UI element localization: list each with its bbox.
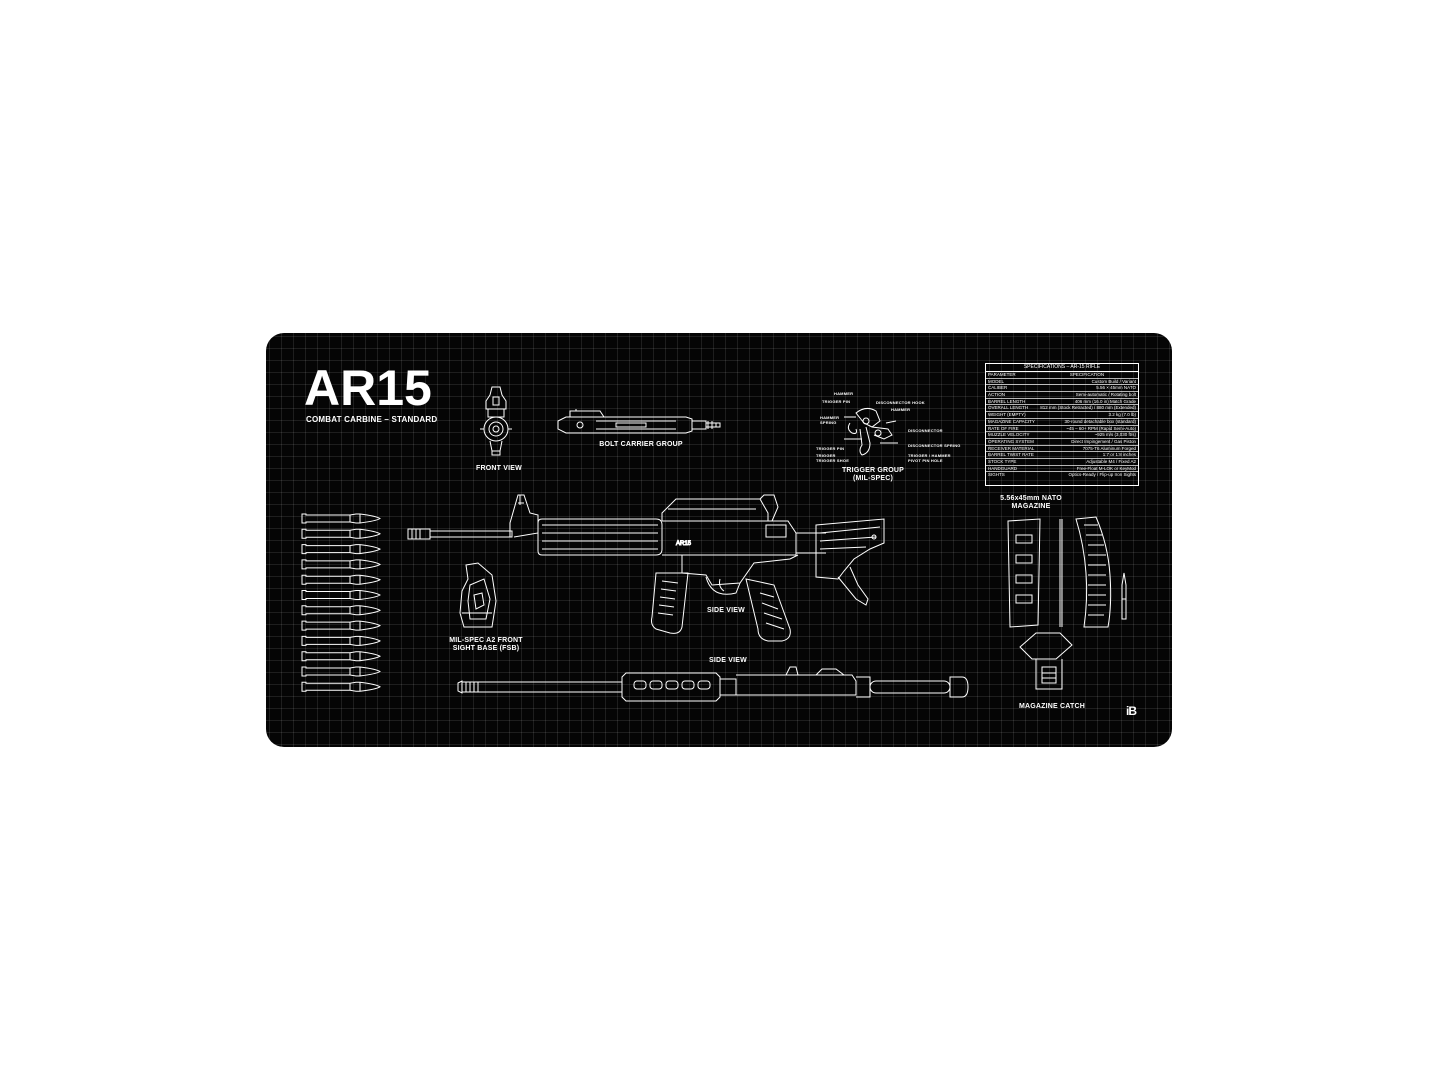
spec-row: MAGAZINE CAPACITY 30-round detachable box… <box>986 419 1138 426</box>
spec-value: 3.2 kg (7.0 lb) <box>1108 412 1136 418</box>
magazine-catch-drawing <box>1016 631 1076 695</box>
front-view-drawing <box>478 385 514 463</box>
spec-parameter: WEIGHT (EMPTY) <box>988 412 1026 418</box>
trigger-label-pivot-pin-hole: TRIGGER / HAMMER PIVOT PIN HOLE <box>908 453 951 463</box>
spec-parameter: SIGHTS <box>988 472 1005 478</box>
spec-row: HANDGUARD Free-Float M-LOK or KeyMod <box>986 466 1138 473</box>
spec-value: ~45 – 60+ RPM (Rapid Semi-Auto) <box>1066 425 1136 431</box>
spec-value: Adjustable M4 / Fixed A2 <box>1086 458 1136 464</box>
spec-row: MUZZLE VELOCITY ~925 m/s (3,030 ft/s) <box>986 432 1138 439</box>
spec-parameter: OVERALL LENGTH <box>988 405 1029 411</box>
rifle-stock-drawing <box>814 519 888 609</box>
trigger-label-trigger-shoe: TRIGGER TRIGGER SHOE <box>816 453 850 463</box>
trigger-group-drawing <box>836 403 906 463</box>
gun-cleaning-mat: AR15 COMBAT CARBINE – STANDARD FRONT VIE… <box>266 333 1172 747</box>
rifle-side-view-drawing: AR15 <box>406 493 826 643</box>
trigger-label-hammer: HAMMER <box>834 391 854 396</box>
spec-parameter: OPERATING SYSTEM <box>988 438 1034 444</box>
trigger-label-hammer-spring: HAMMER SPRING <box>820 415 840 425</box>
spec-value: 7075-T6 Aluminum Forged <box>1082 445 1136 451</box>
trigger-label-disconnector-hook: DISCONNECTOR HOOK <box>876 400 925 405</box>
spec-value: Direct Impingement / Gas Piston <box>1071 438 1136 444</box>
spec-value: ~925 m/s (3,030 ft/s) <box>1094 432 1136 438</box>
specifications-table: SPECIFICATIONS – AR-15 RIFLE PARAMETER S… <box>985 363 1139 486</box>
spec-value: Free-Float M-LOK or KeyMod <box>1076 465 1136 471</box>
cartridge-icon <box>302 621 380 630</box>
magazine-label: 5.56x45mm NATO MAGAZINE <box>1000 495 1062 510</box>
spec-row: OPERATING SYSTEM Direct Impingement / Gas… <box>986 439 1138 446</box>
brand-logo: iB <box>1126 704 1137 718</box>
spec-row: ACTION Semi-automatic / Rotating bolt <box>986 392 1138 399</box>
spec-parameter: HANDGUARD <box>988 465 1018 471</box>
spec-row: BARREL LENGTH 406 mm (16.0 in) Match Grad… <box>986 399 1138 406</box>
trigger-group-label: TRIGGER GROUP (MIL-SPEC) <box>841 467 905 482</box>
spec-value: Semi-automatic / Rotating bolt <box>1075 392 1136 398</box>
cartridge-icon <box>302 514 380 523</box>
trigger-label-hammer-2: HAMMER <box>891 407 911 412</box>
spec-row: MODEL Custom Build / Variant <box>986 379 1138 386</box>
spec-row: OVERALL LENGTH 812 mm (Stock Retracted) /… <box>986 405 1138 413</box>
receiver-marking: AR15 <box>676 541 692 547</box>
spec-row: BARREL TWIST RATE 1:7 or 1:8 inches <box>986 452 1138 459</box>
cartridge-icon <box>302 667 380 676</box>
spec-row: WEIGHT (EMPTY) 3.2 kg (7.0 lb) <box>986 412 1138 419</box>
trigger-label-trigger-pin-2: TRIGGER PIN <box>816 446 845 451</box>
specifications-header-row: PARAMETER SPECIFICATION <box>986 372 1138 379</box>
trigger-label-disconnector-spring: DISCONNECTOR SPRING <box>908 443 961 448</box>
spec-parameter: CALIBER <box>988 385 1008 391</box>
cartridge-icon <box>302 682 380 691</box>
spec-parameter: MAGAZINE CAPACITY <box>988 418 1035 424</box>
spec-value: 1:7 or 1:8 inches <box>1102 452 1136 458</box>
spec-parameter: MODEL <box>988 378 1005 384</box>
spec-header-specification: SPECIFICATION <box>1069 372 1105 377</box>
front-view-label: FRONT VIEW <box>476 465 522 472</box>
spec-parameter: RECEIVER MATERIAL <box>988 445 1035 451</box>
bolt-carrier-group-label: BOLT CARRIER GROUP <box>599 441 683 448</box>
upper-assembly-side-view-drawing <box>456 667 976 707</box>
front-sight-base-label: MIL-SPEC A2 FRONT SIGHT BASE (FSB) <box>449 637 523 652</box>
trigger-label-disconnector: DISCONNECTOR <box>908 428 943 433</box>
bolt-carrier-group-drawing <box>556 409 724 439</box>
spec-parameter: ACTION <box>988 392 1006 398</box>
cartridge-icon <box>302 545 380 554</box>
spec-row: RATE OF FIRE ~45 – 60+ RPM (Rapid Semi-Au… <box>986 426 1138 433</box>
side-view-upper-label: SIDE VIEW <box>707 607 745 614</box>
spec-value: 5.56 × 45mm NATO <box>1096 385 1136 391</box>
cartridge-icon <box>302 652 380 661</box>
spec-header-parameter: PARAMETER <box>988 372 1016 377</box>
trigger-label-trigger-pin: TRIGGER PIN <box>822 399 851 404</box>
product-title: AR15 <box>304 360 432 416</box>
spec-parameter: MUZZLE VELOCITY <box>988 432 1030 438</box>
cartridge-icon <box>302 575 380 584</box>
side-view-lower-label: SIDE VIEW <box>709 657 747 664</box>
magazine-drawing <box>1004 515 1144 631</box>
specifications-title: SPECIFICATIONS – AR-15 RIFLE <box>986 364 1138 372</box>
cartridge-icon <box>302 591 380 600</box>
front-sight-base-drawing <box>456 561 502 631</box>
spec-row: STOCK TYPE Adjustable M4 / Fixed A2 <box>986 459 1138 466</box>
spec-parameter: BARREL LENGTH <box>988 398 1026 404</box>
product-subtitle: COMBAT CARBINE – STANDARD <box>306 415 438 424</box>
spec-value: 406 mm (16.0 in) Match Grade <box>1074 398 1136 404</box>
spec-value: 30-round detachable box (standard) <box>1064 418 1136 424</box>
spec-row: CALIBER 5.56 × 45mm NATO <box>986 385 1138 393</box>
spec-row: SIGHTS Optics-Ready / Flip-up Iron Sights <box>986 472 1138 478</box>
spec-parameter: RATE OF FIRE <box>988 425 1019 431</box>
spec-row: RECEIVER MATERIAL 7075-T6 Aluminum Forged <box>986 446 1138 453</box>
magazine-catch-label: MAGAZINE CATCH <box>1018 703 1086 710</box>
spec-value: 812 mm (Stock Retracted) / 880 mm (Exten… <box>1040 405 1136 411</box>
cartridge-icon <box>302 560 380 569</box>
cartridge-icon <box>302 606 380 615</box>
cartridges-column <box>300 511 382 697</box>
cartridge-icon <box>302 529 380 538</box>
spec-value: Optics-Ready / Flip-up Iron Sights <box>1068 472 1136 478</box>
spec-parameter: BARREL TWIST RATE <box>988 452 1034 458</box>
cartridge-icon <box>302 636 380 645</box>
spec-value: Custom Build / Variant <box>1091 378 1136 384</box>
spec-parameter: STOCK TYPE <box>988 458 1017 464</box>
